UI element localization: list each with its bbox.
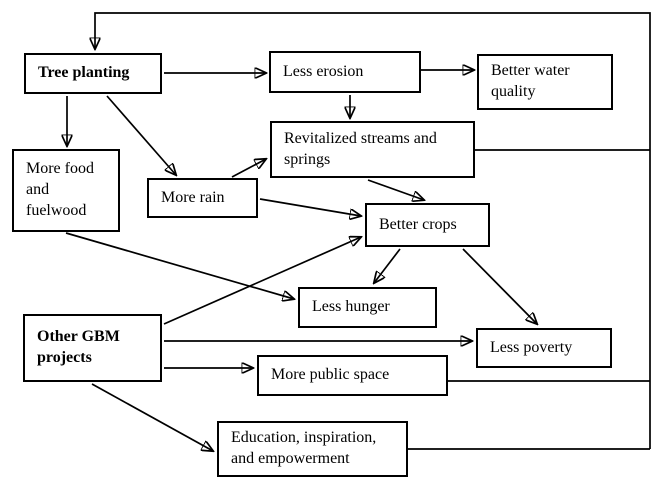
- edge-more-rain-to-better-crops: [259, 198, 361, 216]
- node-other-gbm-projects: Other GBM projects: [23, 314, 162, 382]
- node-education-empowerment: Education, inspiration, and empowerment: [217, 421, 408, 477]
- edge-more-rain-to-revitalized-streams: [231, 159, 266, 178]
- node-more-public-space: More public space: [257, 355, 448, 396]
- edge-better-crops-to-less-hunger: [374, 248, 401, 283]
- node-better-water-quality: Better water quality: [477, 54, 613, 110]
- node-tree-planting: Tree planting: [24, 53, 162, 94]
- node-less-hunger: Less hunger: [298, 287, 437, 328]
- edge-revitalized-streams-to-better-crops: [367, 179, 424, 200]
- edge-better-crops-to-less-poverty: [462, 248, 537, 324]
- edge-rail-to-tree-planting: [95, 12, 651, 449]
- node-less-poverty: Less poverty: [476, 328, 612, 368]
- edge-tree-planting-to-more-rain: [106, 95, 176, 175]
- node-revitalized-streams: Revitalized streams and springs: [270, 121, 475, 178]
- node-more-food-fuelwood: More food and fuelwood: [12, 149, 120, 232]
- edge-other-gbm-to-better-crops: [163, 237, 361, 325]
- node-better-crops: Better crops: [365, 203, 490, 247]
- edge-other-gbm-to-education: [91, 383, 213, 451]
- node-less-erosion: Less erosion: [269, 51, 421, 93]
- edge-more-food-to-less-hunger: [65, 232, 294, 299]
- node-more-rain: More rain: [147, 178, 258, 218]
